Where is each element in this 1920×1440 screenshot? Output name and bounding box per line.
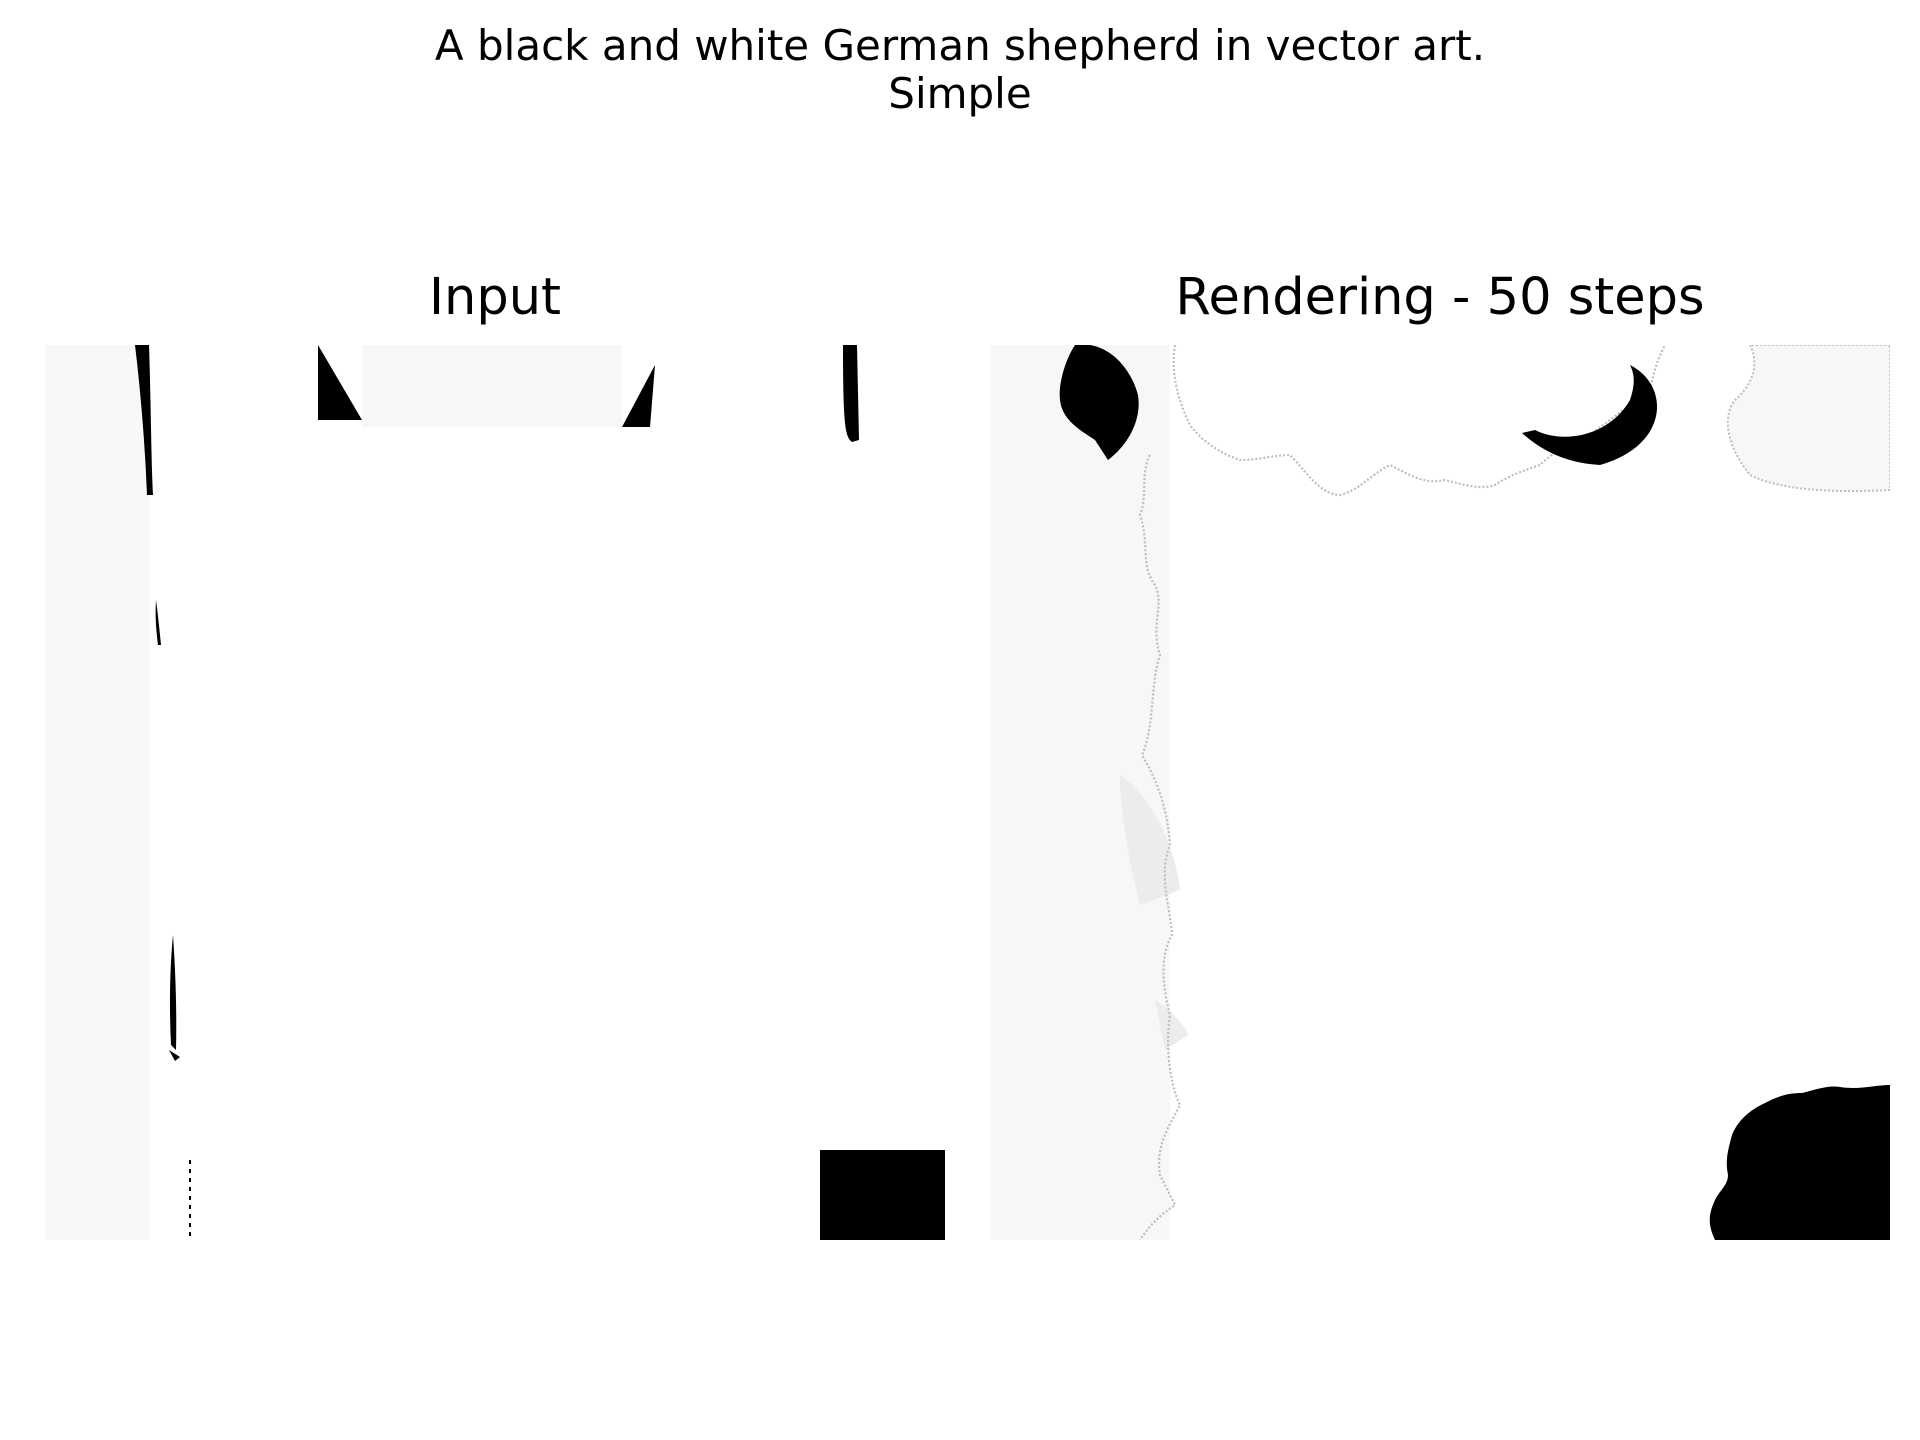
render-panel-title: Rendering - 50 steps: [1175, 268, 1705, 327]
faint-top-band: [362, 345, 622, 427]
figure-title: A black and white German shepherd in vec…: [0, 22, 1920, 118]
faint-left-region: [990, 345, 1170, 1240]
input-image: [45, 345, 945, 1240]
figure-title-line-2: Simple: [888, 69, 1032, 118]
bottom-right-block: [820, 1150, 945, 1240]
rendering-image-canvas: [990, 345, 1890, 1240]
left-stroke-top: [135, 345, 153, 495]
right-bar: [843, 345, 859, 442]
left-stroke-lower: [169, 935, 177, 1050]
rendering-image: [990, 345, 1890, 1240]
black-blob-bottom-right: [1709, 1085, 1890, 1240]
input-image-canvas: [45, 345, 945, 1240]
body-outline-left: [1138, 454, 1182, 1240]
input-panel-title: Input: [428, 268, 562, 327]
faint-left-band: [45, 345, 150, 1240]
ear-left: [318, 345, 362, 420]
left-stroke-mid: [155, 600, 161, 645]
black-crescent: [1522, 365, 1658, 465]
left-stroke-tick: [169, 1050, 180, 1061]
faint-top-right-shape: [1726, 345, 1890, 493]
ear-right: [622, 365, 655, 427]
black-blob-top-left: [1059, 345, 1139, 460]
figure-title-line-1: A black and white German shepherd in vec…: [434, 21, 1486, 70]
gray-patch-2: [1155, 1000, 1188, 1050]
